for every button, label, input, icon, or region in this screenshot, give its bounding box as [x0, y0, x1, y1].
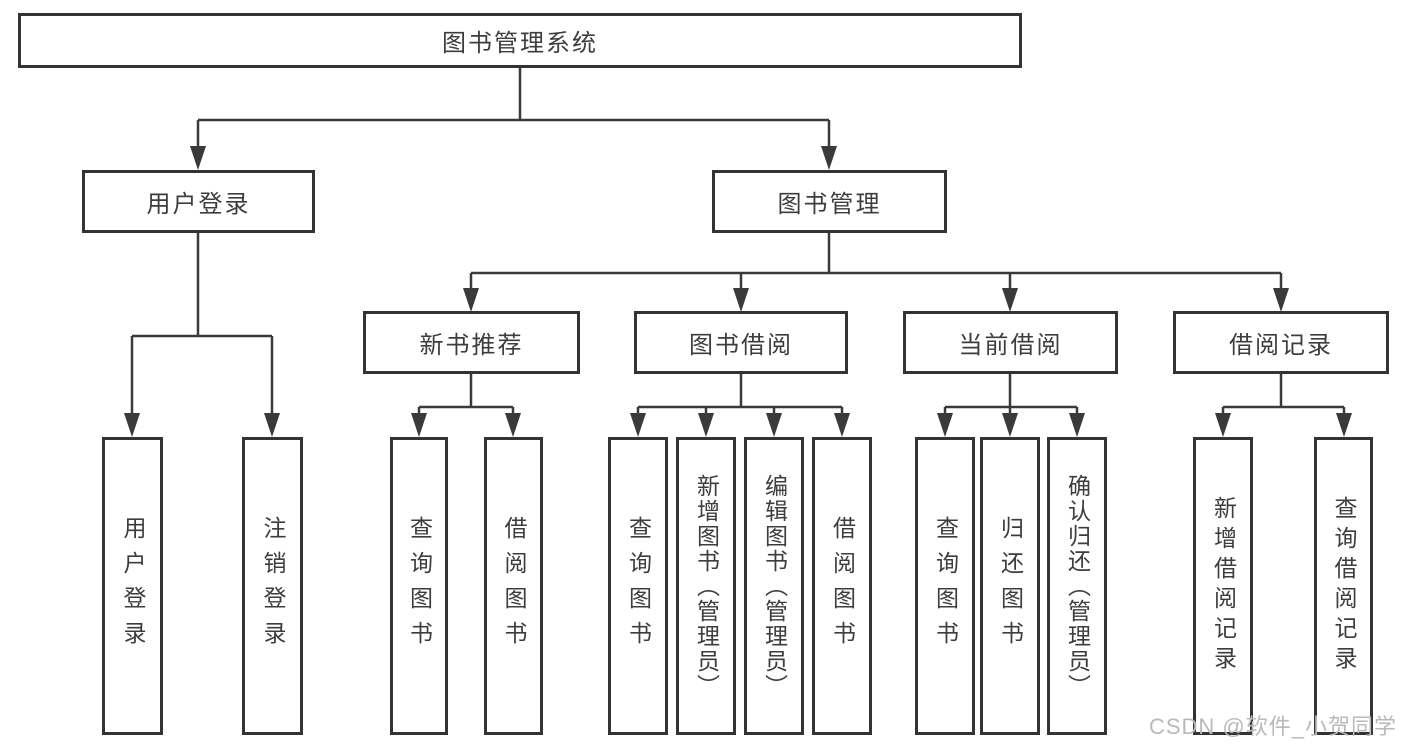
- leaf-query-books-borrowing: 查询图书: [608, 437, 668, 735]
- leaf-query-books-recommend: 查询图书: [390, 437, 448, 735]
- leaf-logout: 注销登录: [242, 437, 303, 735]
- leaf-borrow-books: 借阅图书: [812, 437, 872, 735]
- leaf-borrow-books-recommend: 借阅图书: [484, 437, 543, 735]
- node-user-login: 用户登录: [82, 170, 315, 233]
- node-root-library-system: 图书管理系统: [18, 13, 1022, 68]
- leaf-add-books-admin: 新增图书（管理员）: [676, 437, 736, 735]
- leaf-query-books-current: 查询图书: [915, 437, 975, 735]
- leaf-add-borrow-record: 新增借阅记录: [1193, 437, 1253, 735]
- node-new-book-recommend: 新书推荐: [363, 311, 580, 374]
- leaf-user-login: 用户登录: [102, 437, 163, 735]
- node-current-borrowing: 当前借阅: [903, 311, 1118, 374]
- leaf-edit-books-admin: 编辑图书（管理员）: [744, 437, 804, 735]
- leaf-return-books: 归还图书: [980, 437, 1040, 735]
- node-borrow-records: 借阅记录: [1173, 311, 1389, 374]
- node-book-management: 图书管理: [712, 170, 947, 233]
- leaf-confirm-return-admin: 确认归还（管理员）: [1047, 437, 1107, 735]
- node-book-borrowing: 图书借阅: [634, 311, 848, 374]
- csdn-watermark: CSDN @软件_小贺同学: [1148, 714, 1397, 739]
- leaf-query-borrow-record: 查询借阅记录: [1314, 437, 1373, 735]
